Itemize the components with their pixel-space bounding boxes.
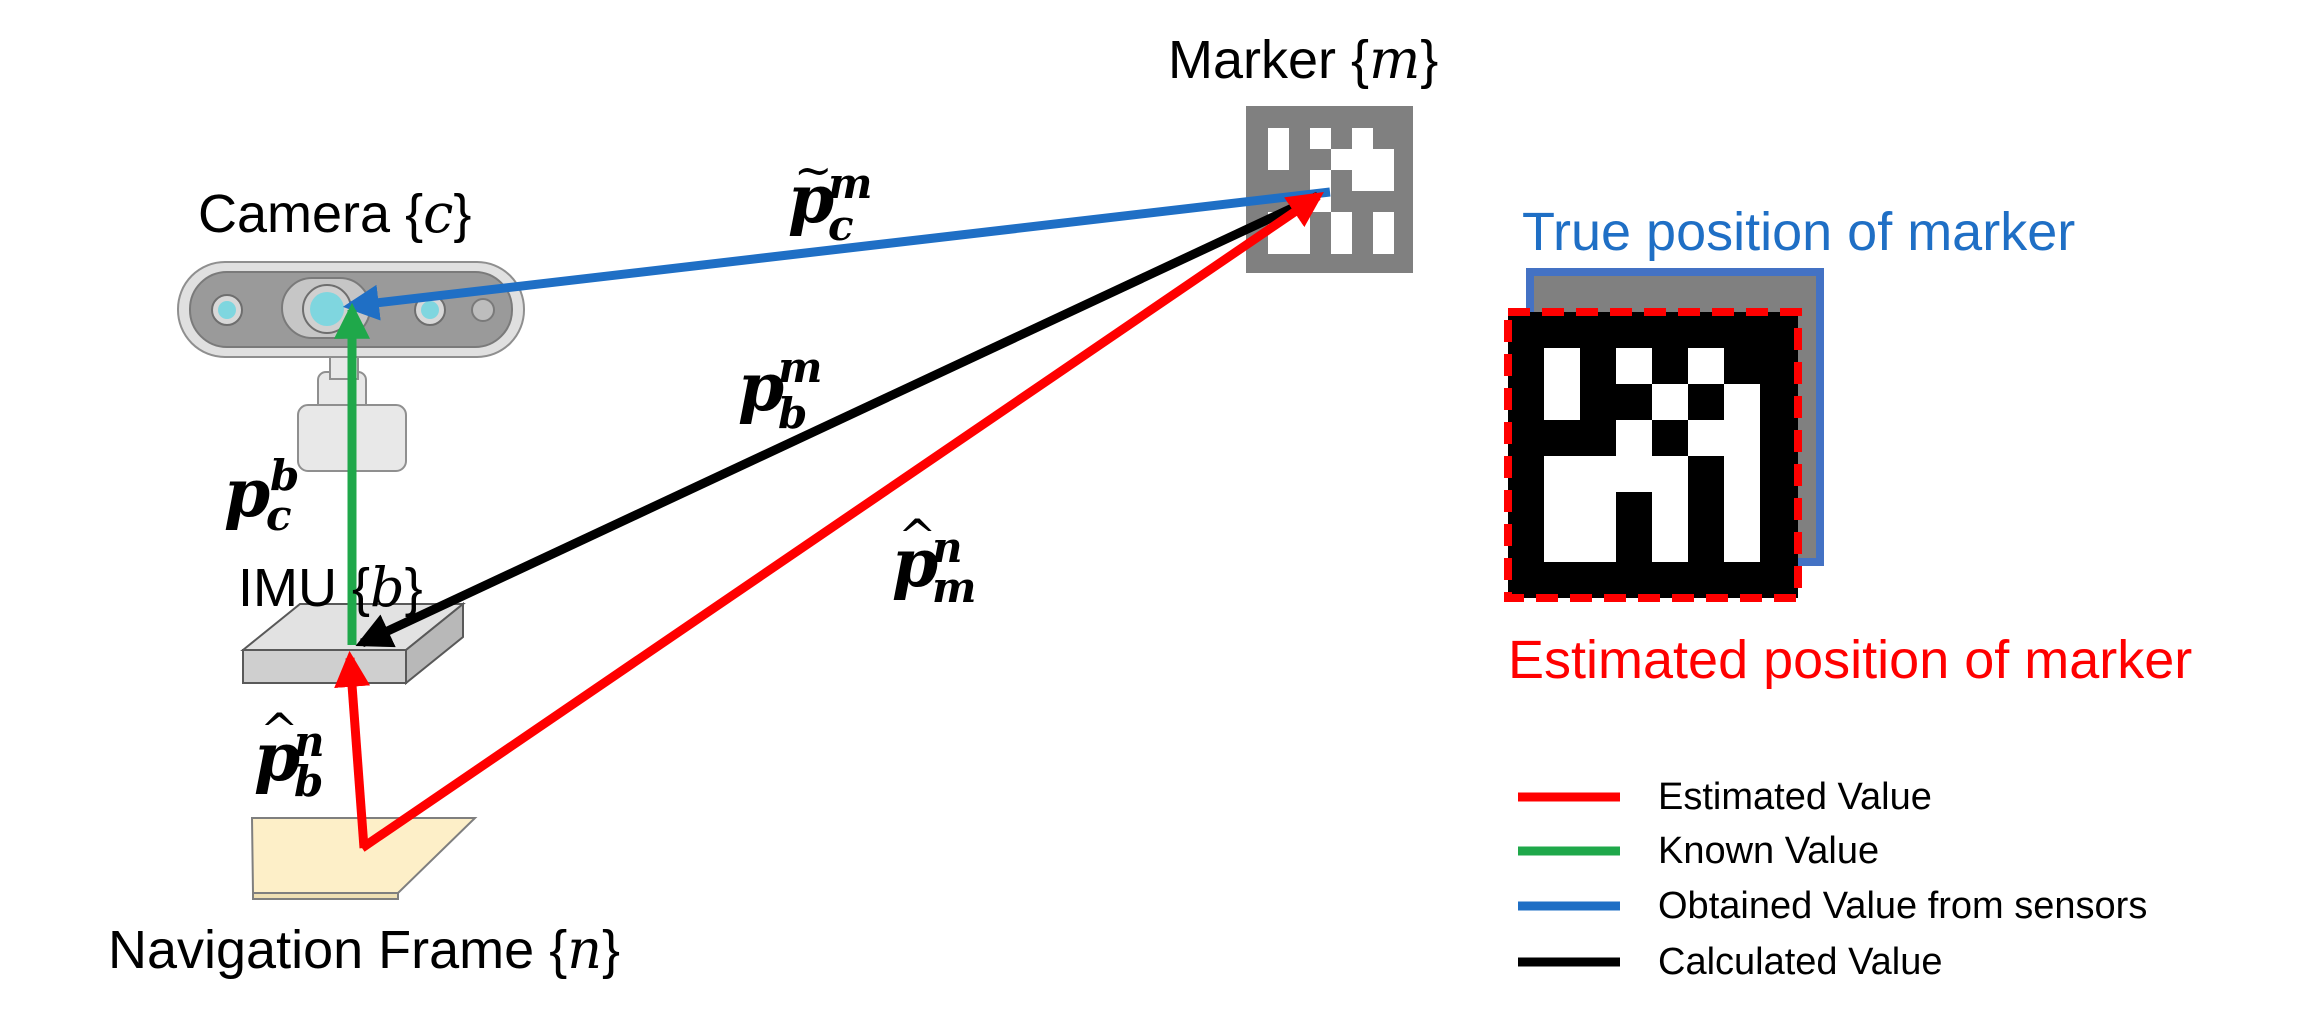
svg-text:^: ^ — [260, 703, 299, 757]
arrow-imu-marker — [355, 191, 1320, 648]
legend: Estimated Value Known Value Obtained Val… — [1518, 776, 2147, 983]
svg-text:n: n — [294, 717, 325, 766]
arrow-camera-marker — [342, 187, 1331, 321]
svg-text:b: b — [270, 451, 299, 500]
svg-text:p: p — [738, 348, 784, 426]
svg-text:m: m — [932, 563, 976, 612]
marker-frame-label: Marker {m} — [1168, 28, 1438, 91]
svg-text:~: ~ — [794, 143, 833, 197]
svg-text:c: c — [828, 201, 854, 250]
svg-text:b: b — [294, 757, 323, 806]
arrow-nav-marker — [359, 191, 1324, 852]
navigation-frame-plate — [250, 817, 478, 900]
estimated-position-label: Estimated position of marker — [1508, 630, 2192, 690]
svg-text:n: n — [932, 523, 963, 572]
svg-text:m: m — [778, 343, 822, 392]
svg-text:m: m — [828, 159, 872, 208]
legend-label-calculated: Calculated Value — [1658, 941, 1942, 983]
label-p-b-m: p m b — [738, 343, 822, 438]
label-p-b-n: p ^ n b — [254, 703, 325, 806]
camera-frame-label: Camera {c} — [198, 182, 471, 245]
estimated-marker — [1504, 308, 1802, 602]
svg-text:p: p — [224, 454, 270, 532]
true-position-label: True position of marker — [1522, 202, 2075, 262]
label-p-c-b: p b c — [224, 451, 299, 540]
legend-label-obtained: Obtained Value from sensors — [1658, 885, 2147, 927]
legend-label-known: Known Value — [1658, 830, 1879, 872]
svg-text:b: b — [778, 389, 807, 438]
svg-text:p: p — [254, 718, 300, 796]
svg-text:p: p — [788, 160, 834, 238]
legend-label-estimated: Estimated Value — [1658, 776, 1932, 818]
svg-text:c: c — [266, 491, 292, 540]
arrow-nav-imu — [334, 650, 371, 849]
navigation-frame-label: Navigation Frame {n} — [108, 918, 620, 981]
svg-text:^: ^ — [898, 509, 937, 563]
svg-text:p: p — [892, 524, 938, 602]
marker-small — [1246, 106, 1413, 273]
label-p-m-n: p ^ n m — [892, 509, 976, 612]
imu-frame-label: IMU {b} — [238, 556, 423, 619]
label-p-c-m: p ~ m c — [788, 143, 872, 250]
